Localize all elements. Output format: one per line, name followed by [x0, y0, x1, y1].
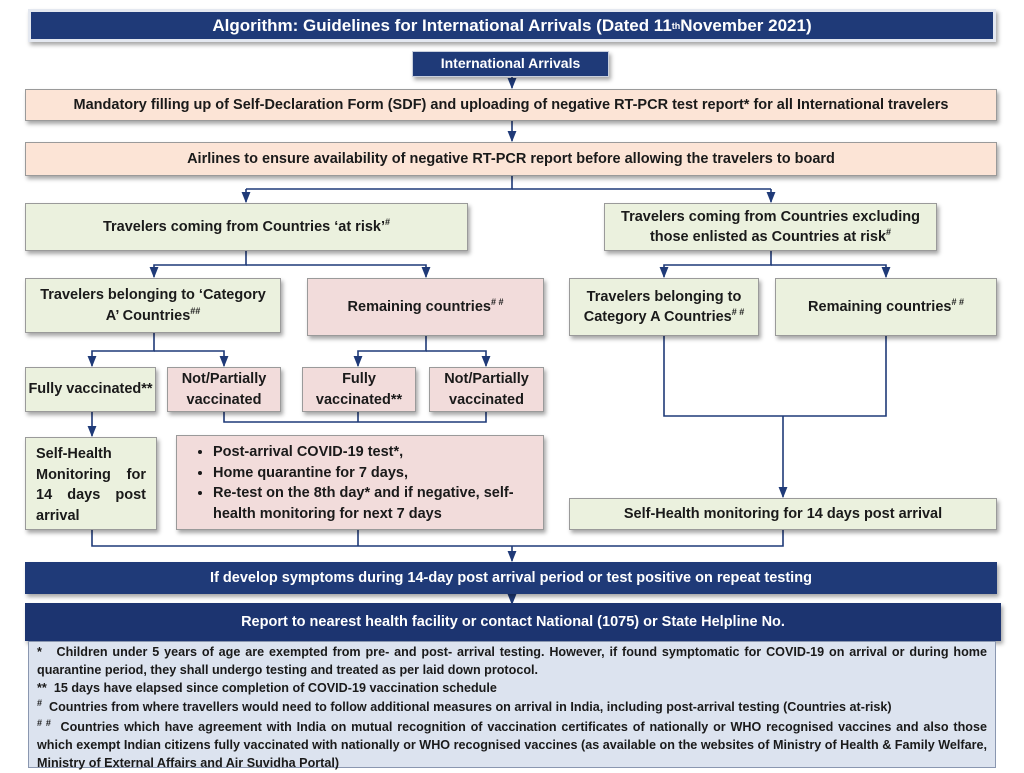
footnote-text: Countries from where travellers would ne… [49, 700, 892, 715]
category-a-nonrisk-node: Travelers belonging to Category A Countr… [569, 278, 759, 336]
sdf-requirement-text: Mandatory filling up of Self-Declaration… [73, 96, 949, 113]
self-health-monitoring-nonrisk-node: Self-Health monitoring for 14 days post … [569, 498, 997, 530]
testing-step: Post-arrival COVID-19 test*, [213, 442, 529, 463]
testing-protocol-node: Post-arrival COVID-19 test*, Home quaran… [176, 435, 544, 530]
page-title: Algorithm: Guidelines for International … [28, 9, 996, 42]
not-partially-vaccinated-remaining-text: Not/Partially vaccinated [444, 371, 529, 408]
footnote: * Children under 5 years of age are exem… [37, 644, 987, 680]
at-risk-travelers-text: Travelers coming from Countries ‘at risk… [102, 218, 386, 235]
footnote-mark: # # [37, 718, 51, 729]
footnote-text: Countries which have agreement with Indi… [37, 720, 987, 770]
non-risk-travelers-mark: # [886, 227, 892, 238]
non-risk-travelers-node: Travelers coming from Countries excludin… [604, 203, 937, 251]
merge-to-testing [223, 412, 487, 423]
remaining-nonrisk-node: Remaining countries# # [775, 278, 997, 336]
category-a-risk-node: Travelers belonging to ‘Category A’ Coun… [25, 278, 281, 333]
category-a-risk-mark: ## [190, 305, 201, 316]
not-partially-vaccinated-remaining-node: Not/Partially vaccinated [429, 367, 544, 412]
remaining-risk-node: Remaining countries# # [307, 278, 544, 336]
airlines-check-node: Airlines to ensure availability of negat… [25, 142, 997, 176]
remaining-risk-mark: # # [490, 297, 504, 308]
split-excluding [659, 251, 772, 279]
testing-protocol-list: Post-arrival COVID-19 test*, Home quaran… [187, 442, 529, 524]
footnote-mark: # [37, 698, 43, 709]
footnote: # # Countries which have agreement with … [37, 717, 987, 772]
report-node: Report to nearest health facility or con… [25, 603, 1001, 641]
report-text: Report to nearest health facility or con… [241, 613, 785, 630]
testing-step: Re-test on the 8th day* and if negative,… [213, 483, 529, 524]
footnote: ** 15 days have elapsed since completion… [37, 680, 987, 698]
merge-nonrisk [663, 336, 887, 417]
footnote-text: Children under 5 years of age are exempt… [37, 645, 987, 677]
remaining-nonrisk-mark: # # [951, 297, 964, 308]
self-health-monitoring-nonrisk-text: Self-Health monitoring for 14 days post … [623, 505, 943, 522]
international-arrivals-label: International Arrivals [440, 55, 581, 72]
not-partially-vaccinated-cat-a-text: Not/Partially vaccinated [181, 371, 267, 408]
fully-vaccinated-cat-a-text: Fully vaccinated** [28, 381, 153, 398]
split-cat-a-risk [87, 333, 155, 368]
remaining-nonrisk-text: Remaining countries [808, 298, 952, 315]
footnotes-panel: * Children under 5 years of age are exem… [28, 641, 996, 770]
symptoms-text: If develop symptoms during 14-day post a… [210, 569, 812, 586]
merge-to-symptoms [91, 530, 784, 547]
split-at-risk [149, 251, 247, 279]
footnote-mark: ** [37, 680, 47, 695]
footnote-mark: * [37, 645, 42, 659]
category-a-risk-text: Travelers belonging to ‘Category A’ Coun… [40, 287, 266, 324]
split-airlines [246, 176, 513, 190]
not-partially-vaccinated-cat-a-node: Not/Partially vaccinated [167, 367, 281, 412]
footnote-text: 15 days have elapsed since completion of… [53, 680, 497, 695]
sdf-requirement-node: Mandatory filling up of Self-Declaration… [25, 89, 997, 121]
split-remaining-risk [353, 336, 427, 368]
page-title-text: Algorithm: Guidelines for International … [212, 15, 672, 35]
remaining-risk-text: Remaining countries [347, 298, 491, 315]
footnote: # Countries from where travellers would … [37, 697, 987, 717]
airlines-check-text: Airlines to ensure availability of negat… [187, 150, 835, 167]
international-arrivals-node: International Arrivals [412, 51, 609, 77]
category-a-nonrisk-text: Travelers belonging to Category A Countr… [583, 288, 742, 325]
page-title-tail: November 2021) [680, 15, 812, 35]
fully-vaccinated-cat-a-node: Fully vaccinated** [25, 367, 156, 412]
fully-vaccinated-remaining-text: Fully vaccinated** [315, 371, 403, 408]
fully-vaccinated-remaining-node: Fully vaccinated** [302, 367, 416, 412]
self-health-monitoring-cat-a-node: Self-Health Monitoring for 14 days post … [25, 437, 157, 530]
testing-step: Home quarantine for 7 days, [213, 463, 529, 484]
symptoms-node: If develop symptoms during 14-day post a… [25, 562, 997, 594]
at-risk-travelers-mark: # [385, 217, 391, 228]
category-a-nonrisk-mark: # # [731, 307, 745, 318]
at-risk-travelers-node: Travelers coming from Countries ‘at risk… [25, 203, 468, 251]
self-health-monitoring-cat-a-text: Self-Health Monitoring for 14 days post … [36, 446, 146, 524]
non-risk-travelers-text: Travelers coming from Countries excludin… [621, 208, 920, 245]
